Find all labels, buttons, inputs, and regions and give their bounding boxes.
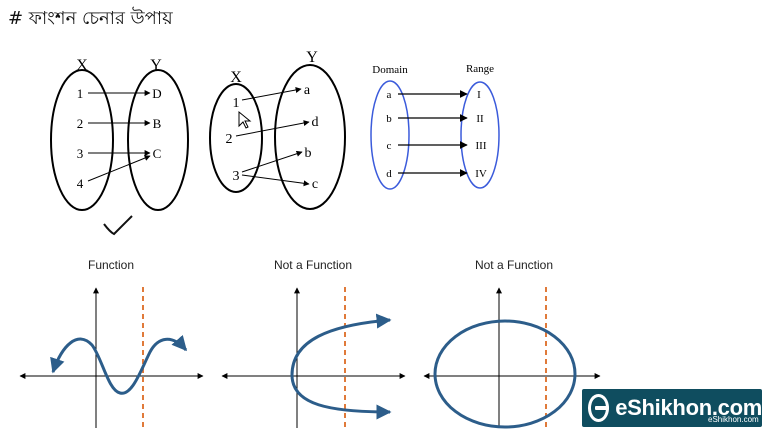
set-x-oval [50,69,114,211]
domain-item: b [386,113,392,125]
graph-title: Not a Function [475,258,553,272]
mapping-arrow [241,174,310,187]
y-item: d [312,115,319,130]
sine-curve [50,334,188,395]
x-item: 1 [233,96,240,111]
mapping-diagram-1: X Y 1 2 3 4 D B C [50,57,189,236]
graph-function: Function [19,258,204,428]
graph-title: Not a Function [274,258,352,272]
set-x-label: X [230,69,242,86]
domain-label: Domain [372,64,408,76]
brand-small-text: eShikhon.com [708,415,759,424]
range-label: Range [466,63,494,75]
brand-banner: eShikhon.com [582,389,762,427]
eshikhon-logo-icon [588,394,610,422]
set-y-label: Y [306,49,318,66]
mouse-cursor-icon [238,110,252,129]
mapping-diagram-2: X Y 1 2 3 a d b c [209,49,346,210]
domain-item: a [387,89,392,101]
mapping-arrow [241,150,303,173]
domain-oval [370,80,410,190]
graph-title: Function [88,258,134,272]
range-item: I [477,89,481,101]
range-item: II [476,113,484,125]
graph-not-function-ellipse: Not a Function [423,258,601,429]
range-item: IV [475,168,487,180]
mapping-diagram-3: Domain Range a b c d I II III IV [370,63,500,190]
y-item: C [153,146,162,161]
parabola-curve [290,313,392,420]
range-oval [460,81,500,189]
x-item: 3 [233,169,240,184]
set-x-oval [209,83,263,193]
mapping-arrow [87,155,151,182]
mapping-arrow [235,120,310,137]
mapping-arrow [241,87,302,101]
y-item: b [305,146,312,161]
range-item: III [476,140,487,152]
set-y-oval [127,69,189,211]
checkmark-icon [103,215,133,236]
x-item: 2 [226,132,233,147]
domain-item: c [387,140,392,152]
y-item: a [304,83,311,98]
brand-name: eShikhon.com [615,395,762,420]
header-note: # ফাংশন চেনার উপায় [8,7,173,29]
ellipse-curve [433,319,577,429]
x-item: 1 [77,86,84,101]
x-item: 3 [77,146,84,161]
domain-item: d [386,168,392,180]
set-y-oval [274,64,346,210]
x-item: 2 [77,116,84,131]
y-item: D [152,86,161,101]
x-item: 4 [77,176,84,191]
y-item: B [153,116,162,131]
graph-not-function-parabola: Not a Function [221,258,406,428]
y-item: c [312,177,318,192]
